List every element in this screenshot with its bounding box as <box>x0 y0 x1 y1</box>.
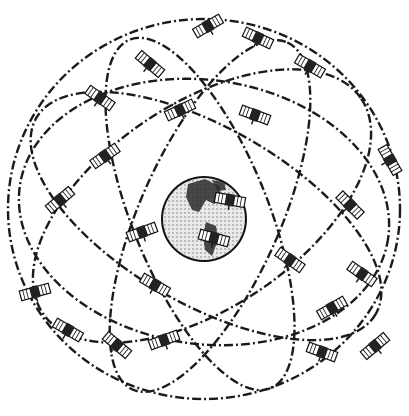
satellite-icon <box>316 295 350 324</box>
satellite-icon <box>292 53 326 82</box>
earth-globe <box>162 177 246 261</box>
satellite-icon <box>344 260 378 290</box>
satellite-icon <box>89 142 123 172</box>
satellite-icon <box>237 104 271 129</box>
satellite-icon <box>374 144 403 178</box>
satellite-icon <box>99 331 132 363</box>
satellite-icon <box>272 246 306 276</box>
satellite-icon <box>304 341 338 366</box>
satellite-icon <box>360 332 393 364</box>
satellite-icon <box>82 84 116 114</box>
satellite-icon <box>45 186 78 218</box>
satellite-icon <box>192 13 226 42</box>
satellite-icon <box>132 50 165 82</box>
